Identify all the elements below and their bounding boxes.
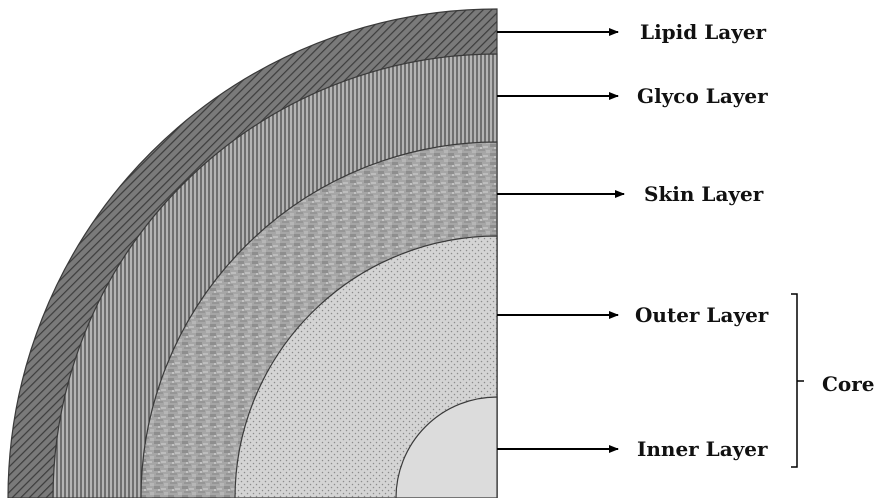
lipid-layer-label: Lipid Layer — [640, 20, 767, 44]
outer-layer-label: Outer Layer — [635, 303, 769, 327]
core-label: Core — [822, 372, 875, 396]
inner-layer-label: Inner Layer — [637, 437, 768, 461]
glyco-layer-label: Glyco Layer — [637, 84, 768, 108]
core-bracket — [791, 294, 804, 467]
skin-layer-label: Skin Layer — [644, 182, 764, 206]
